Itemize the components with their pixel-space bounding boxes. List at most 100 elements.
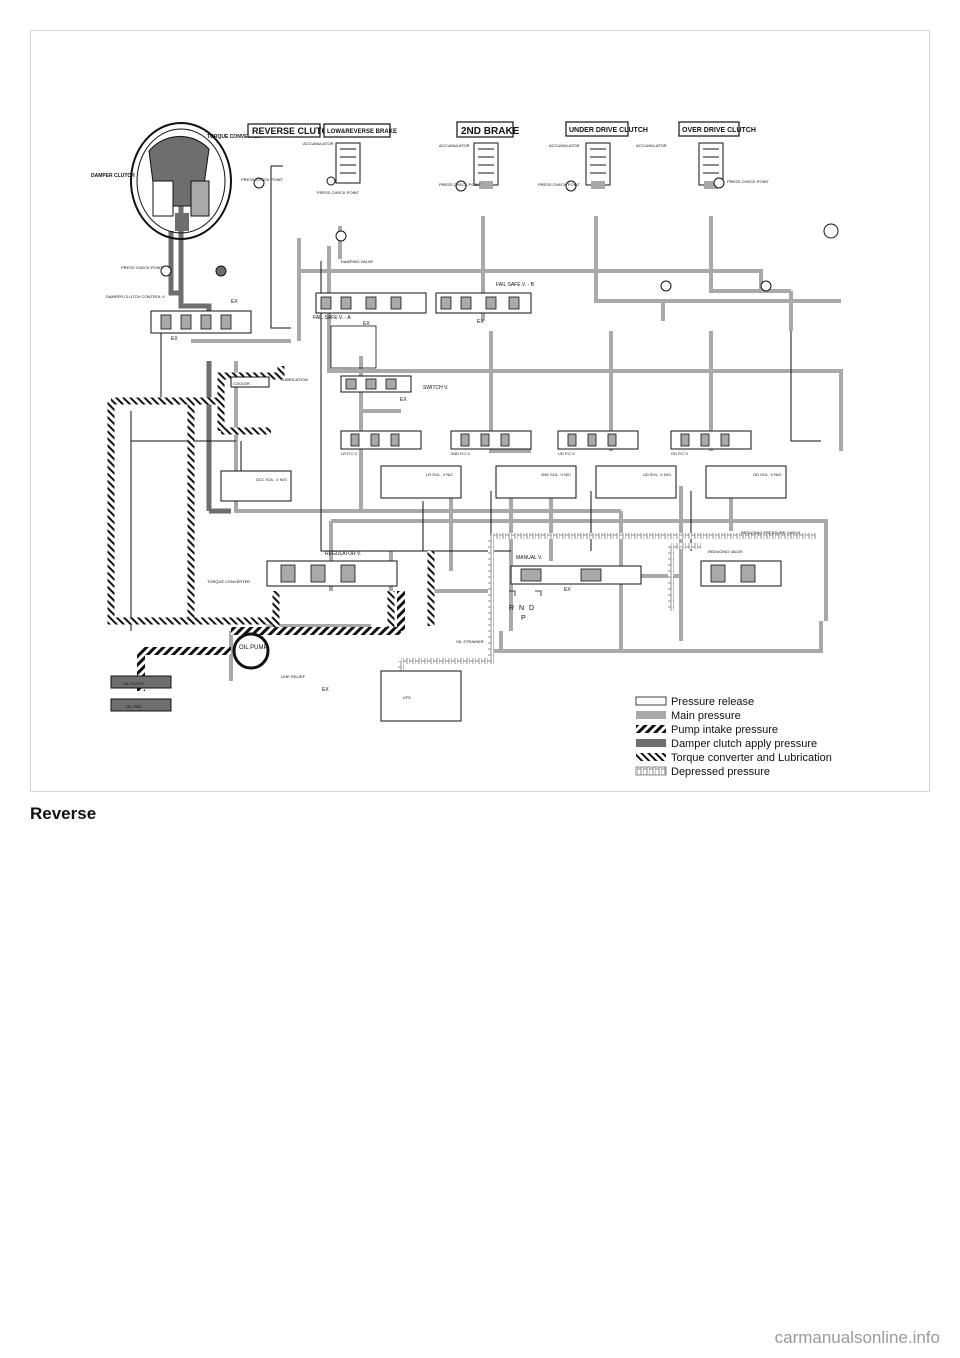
legend-swatch-lube bbox=[636, 753, 666, 761]
legend-label-main: Main pressure bbox=[671, 710, 741, 722]
legend-swatch-damper bbox=[636, 739, 666, 747]
second-brake-label: 2ND BRAKE bbox=[461, 126, 520, 137]
lr-pcv bbox=[340, 430, 422, 450]
lr-sol-label: LR SOL. V N/C bbox=[426, 472, 453, 477]
ud-pcv bbox=[557, 430, 639, 450]
clutch-headers: REVERSE CLUTCH LOW&REVERSE BRAKE 2ND BRA… bbox=[247, 121, 756, 138]
reverse-clutch-label: REVERSE CLUTCH bbox=[252, 126, 335, 136]
manual-valve bbox=[510, 565, 642, 585]
torque-converter bbox=[130, 122, 232, 240]
ex-label-relief: EX bbox=[322, 687, 329, 693]
od-pcv bbox=[670, 430, 752, 450]
over-drive-clutch-box bbox=[678, 121, 740, 137]
damping-valve-box bbox=[330, 325, 377, 369]
vfs-box bbox=[380, 670, 462, 722]
damper-clutch-label: DAMPER CLUTCH bbox=[91, 173, 135, 179]
oil-pump-label: OIL PUMP bbox=[239, 645, 267, 651]
shift-n: N bbox=[519, 605, 524, 612]
legend-swatch-depressed bbox=[635, 766, 667, 776]
legend: Pressure release Main pressure Pump inta… bbox=[635, 696, 832, 778]
under-drive-clutch-label: UNDER DRIVE CLUTCH bbox=[569, 127, 648, 134]
low-reverse-brake-label: LOW&REVERSE BRAKE bbox=[327, 129, 397, 135]
hydraulic-circuit-diagram: TORQUE CONVERTER DAMPER CLUTCH REVERSE C… bbox=[91, 121, 843, 778]
reducing-valve-label: REDUCING VALVE bbox=[708, 549, 743, 554]
oil-pan-box bbox=[110, 698, 172, 712]
reverse-clutch-box bbox=[247, 123, 321, 138]
cooler-box bbox=[230, 376, 270, 388]
accumulator-lr bbox=[335, 142, 361, 184]
legend-swatch-release bbox=[635, 696, 667, 706]
legend-label-depressed: Depressed pressure bbox=[671, 766, 770, 778]
od-sol-label: OD SOL. V N/O bbox=[753, 472, 781, 477]
check-points bbox=[160, 176, 839, 292]
watermark: carmanualsonline.info bbox=[774, 1328, 940, 1347]
second-brake-box bbox=[456, 121, 514, 138]
second-sol-label: 2ND SOL. V N/C bbox=[541, 472, 571, 477]
switch-valve-label: SWITCH V. bbox=[423, 385, 448, 391]
od-solenoid bbox=[705, 465, 787, 499]
shift-d: D bbox=[529, 605, 534, 612]
oil-filter-box bbox=[110, 675, 172, 689]
oil-filter-label: OIL FILTER bbox=[123, 681, 144, 686]
lr-pcv-label: LR P.C.V bbox=[341, 451, 357, 456]
ud-sol-label: UD SOL. V N/O bbox=[643, 472, 671, 477]
depressed-lines bbox=[398, 533, 816, 691]
check-point-label-lr: PRESS CHECK POINT bbox=[317, 190, 360, 195]
torque-converter-label: TORQUE CONVERTER bbox=[207, 134, 261, 140]
legend-label-damper: Damper clutch apply pressure bbox=[671, 738, 817, 750]
ex-label-fsb: EX bbox=[477, 319, 484, 325]
oil-pan-label: OIL PAN bbox=[126, 704, 141, 709]
reducing-check-label: REDUCING PRESSURE CHECK bbox=[741, 530, 801, 535]
legend-label-release: Pressure release bbox=[671, 696, 754, 708]
torque-converter-valve-label: TORQUE CONVERTER bbox=[207, 579, 250, 584]
oil-strainer-label: OIL STRAINER bbox=[456, 639, 484, 644]
ex-label-dcc: EX bbox=[231, 299, 238, 305]
second-solenoid bbox=[495, 465, 577, 499]
check-point-label-ud: PRESS CHECK POINT bbox=[538, 182, 581, 187]
check-point-label-2nd: PRESS CHECK POINT bbox=[439, 182, 482, 187]
damper-clutch-lines bbox=[168, 201, 231, 514]
regulator-label: REGULATOR V. bbox=[325, 551, 361, 557]
accumulator-label-1: ACCUMULATOR bbox=[303, 141, 334, 146]
legend-swatch-main bbox=[636, 711, 666, 719]
damper-clutch-control-label: DAMPER CLUTCH CONTROL V. bbox=[106, 294, 166, 299]
legend-swatch-intake bbox=[636, 725, 666, 733]
accumulators bbox=[335, 142, 724, 189]
shift-p: P bbox=[521, 615, 526, 622]
ex-label-switch: EX bbox=[400, 397, 407, 403]
ud-pcv-label: UD P.C.V bbox=[558, 451, 575, 456]
manual-valve-label: MANUAL V. bbox=[516, 555, 542, 561]
accumulator-ud bbox=[585, 142, 611, 186]
legend-label-lube: Torque converter and Lubrication bbox=[671, 752, 832, 764]
lr-solenoid bbox=[380, 465, 462, 499]
valve-spools bbox=[160, 296, 756, 583]
line-relief-label: LINE RELIEF bbox=[281, 674, 306, 679]
fail-safe-b-label: FAIL SAFE V. - B bbox=[496, 282, 535, 288]
component-labels: DAMPER CLUTCH CONTROL V. FAIL SAFE V. - … bbox=[106, 259, 801, 709]
low-reverse-brake-box bbox=[323, 123, 391, 138]
check-point-label-dcc: PRESS CHECK POINT bbox=[121, 265, 164, 270]
accumulator-label-3: ACCUMULATOR bbox=[549, 143, 580, 148]
accumulator-2nd bbox=[473, 142, 499, 186]
cooler-label: COOLER bbox=[233, 381, 250, 386]
dcc-solenoid bbox=[220, 470, 292, 502]
ex-label-manual: EX bbox=[564, 587, 571, 593]
lube-lines bbox=[107, 366, 435, 631]
vfs-label: VFS bbox=[403, 695, 411, 700]
oil-pump bbox=[232, 632, 270, 670]
diagram-frame: TORQUE CONVERTER DAMPER CLUTCH REVERSE C… bbox=[30, 30, 930, 792]
ex-label-fsa: EX bbox=[363, 321, 370, 327]
fail-safe-a-label: FAIL SAFE V. - A bbox=[313, 315, 351, 321]
check-point-label-od: PRESS CHECK POINT bbox=[727, 179, 770, 184]
second-pcv bbox=[450, 430, 532, 450]
legend-label-intake: Pump intake pressure bbox=[671, 724, 778, 736]
intake-lines bbox=[137, 591, 405, 691]
check-point-label-rc: PRESS CHECK POINT bbox=[241, 177, 284, 182]
ex-label-dcc-2: EX bbox=[171, 336, 178, 342]
od-pcv-label: OD P.C.V bbox=[671, 451, 688, 456]
under-drive-clutch-box bbox=[565, 121, 629, 137]
page-caption: Reverse bbox=[30, 804, 97, 823]
lubrication-label: LUBRICATION bbox=[281, 377, 308, 382]
dcc-sol-label: DCC SOL. V N/O bbox=[256, 477, 287, 482]
over-drive-clutch-label: OVER DRIVE CLUTCH bbox=[682, 127, 756, 134]
